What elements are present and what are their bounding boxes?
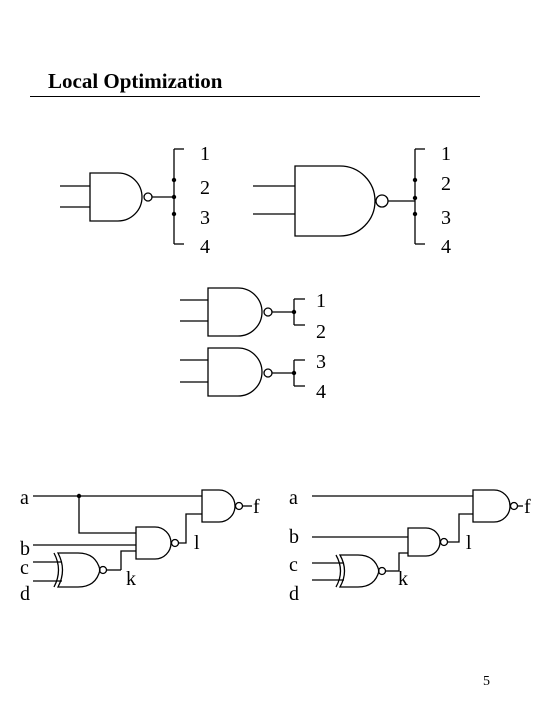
node-label-l: l <box>194 532 200 554</box>
junction-dot <box>412 211 418 217</box>
load-label: 3 <box>316 351 326 373</box>
wire-a-tap <box>78 496 136 534</box>
inversion-bubble <box>143 192 153 202</box>
nand-gate-l <box>407 527 441 557</box>
wire-l-route <box>448 513 473 543</box>
output-label-f: f <box>253 496 260 518</box>
wire-k-route <box>120 550 136 570</box>
load-label: 3 <box>441 207 451 229</box>
inversion-bubble <box>263 368 273 378</box>
duplicated-nand-fanout: 1 2 3 4 <box>180 287 326 403</box>
circuit-before: a b c d f l k <box>20 487 260 605</box>
small-nand-gate <box>89 172 143 222</box>
input-label-c: c <box>20 557 29 579</box>
inversion-bubble <box>234 501 244 511</box>
node-label-k: k <box>398 568 408 590</box>
output-label-f: f <box>524 496 531 518</box>
input-label-b: b <box>289 526 299 548</box>
load-label: 4 <box>200 236 210 258</box>
load-label: 3 <box>200 207 210 229</box>
wire-l-route <box>179 513 202 544</box>
load-label: 1 <box>200 143 210 165</box>
load-label: 2 <box>441 173 451 195</box>
nand-gate-bottom <box>207 347 263 397</box>
junction-dot <box>76 493 82 499</box>
load-label: 2 <box>316 321 326 343</box>
load-label: 2 <box>200 177 210 199</box>
load-label: 1 <box>316 290 326 312</box>
nand-gate-f <box>201 489 236 523</box>
nand-gate-f <box>472 489 511 523</box>
circuit-after: a b c d f l k <box>289 487 531 605</box>
input-label-a: a <box>289 487 298 509</box>
input-label-d: d <box>289 583 299 605</box>
input-label-c: c <box>289 554 298 576</box>
load-label: 4 <box>316 381 326 403</box>
large-nand-fanout: 1 2 3 4 <box>253 143 451 258</box>
nor-gate-back-curve <box>53 552 60 588</box>
title-rule <box>30 96 480 97</box>
inversion-bubble <box>375 194 389 208</box>
nor-gate <box>338 554 380 588</box>
junction-dot <box>412 177 418 183</box>
slide-title: Local Optimization <box>48 69 223 93</box>
node-label-k: k <box>126 568 136 590</box>
input-label-b: b <box>20 538 30 560</box>
large-nand-gate <box>294 165 376 237</box>
junction-dot <box>412 195 418 201</box>
input-label-d: d <box>20 583 30 605</box>
junction-dot <box>171 177 177 183</box>
nor-gate-back-curve <box>335 554 342 588</box>
inversion-bubble <box>98 565 108 575</box>
inversion-bubble <box>263 307 273 317</box>
junction-dot <box>171 211 177 217</box>
junction-dot <box>171 194 177 200</box>
input-label-a: a <box>20 487 29 509</box>
load-label: 4 <box>441 236 451 258</box>
inversion-bubble <box>377 566 387 576</box>
page-number: 5 <box>483 674 490 689</box>
load-label: 1 <box>441 143 451 165</box>
nand-gate-l <box>135 526 172 560</box>
wire-k-route <box>398 552 408 571</box>
nand-gate-top <box>207 287 263 337</box>
nor-gate <box>56 552 101 588</box>
small-nand-fanout: 1 2 3 4 <box>60 143 210 258</box>
inversion-bubble <box>509 501 519 511</box>
node-label-l: l <box>466 532 472 554</box>
junction-dot <box>291 309 297 315</box>
inversion-bubble <box>170 538 180 548</box>
inversion-bubble <box>439 537 449 547</box>
junction-dot <box>291 370 297 376</box>
